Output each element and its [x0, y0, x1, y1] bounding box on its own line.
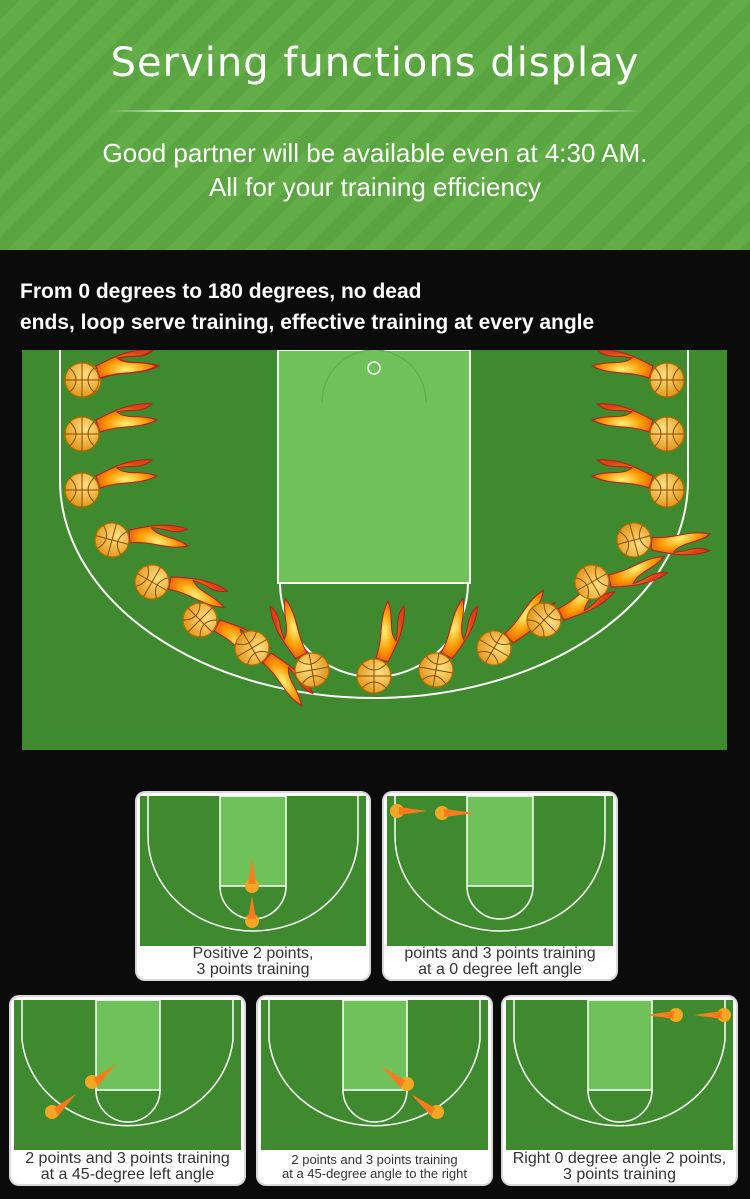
- caption-line-1: Right 0 degree angle 2 points,: [512, 1150, 727, 1167]
- caption-line-1: 2 points and 3 points training: [291, 1152, 458, 1167]
- caption-line-2: at a 45-degree left angle: [40, 1166, 215, 1183]
- mini-court: [140, 796, 366, 946]
- title-divider: [108, 110, 642, 112]
- headline-line-1: From 0 degrees to 180 degrees, no dead: [20, 280, 422, 303]
- caption-line-2: at a 45-degree angle to the right: [281, 1166, 468, 1181]
- mini-court: [506, 1000, 733, 1150]
- mini-court: [14, 1000, 241, 1150]
- thumb-45-degree-left: 2 points and 3 points training at a 45-d…: [11, 997, 244, 1184]
- caption-line-2: at a 0 degree left angle: [418, 961, 582, 978]
- main-court-diagram: [22, 349, 727, 750]
- page-subtitle: Good partner will be available even at 4…: [0, 136, 750, 204]
- caption-line-2: 3 points training: [196, 961, 310, 978]
- header-banner: Serving functions display Good partner w…: [0, 0, 750, 250]
- thumb-caption: 2 points and 3 points training at a 45-d…: [258, 1150, 491, 1184]
- thumb-positive-2-3-points: Positive 2 points, 3 points training: [137, 793, 369, 979]
- caption-line-2: 3 points training: [563, 1166, 676, 1183]
- mini-court: [261, 1000, 488, 1150]
- thumb-caption: 2 points and 3 points training at a 45-d…: [11, 1150, 244, 1184]
- thumb-45-degree-right: 2 points and 3 points training at a 45-d…: [258, 997, 491, 1184]
- caption-line-1: Positive 2 points,: [192, 945, 314, 962]
- caption-line-1: 2 points and 3 points training: [25, 1150, 230, 1167]
- mini-court: [387, 796, 613, 946]
- thumb-0-degree-right: Right 0 degree angle 2 points, 3 points …: [503, 997, 736, 1184]
- caption-line-1: points and 3 points training: [404, 945, 596, 962]
- thumb-0-degree-left: points and 3 points training at a 0 degr…: [384, 793, 616, 979]
- subtitle-line-1: Good partner will be available even at 4…: [102, 138, 648, 168]
- headline-line-2: ends, loop serve training, effective tra…: [20, 311, 595, 334]
- subtitle-line-2: All for your training efficiency: [209, 172, 541, 202]
- thumb-caption: Right 0 degree angle 2 points, 3 points …: [503, 1150, 736, 1184]
- court-image: [22, 349, 727, 750]
- thumb-caption: points and 3 points training at a 0 degr…: [384, 945, 616, 979]
- feature-headline: From 0 degrees to 180 degrees, no dead e…: [20, 276, 720, 338]
- thumb-caption: Positive 2 points, 3 points training: [137, 945, 369, 979]
- page-title: Serving functions display: [110, 40, 640, 86]
